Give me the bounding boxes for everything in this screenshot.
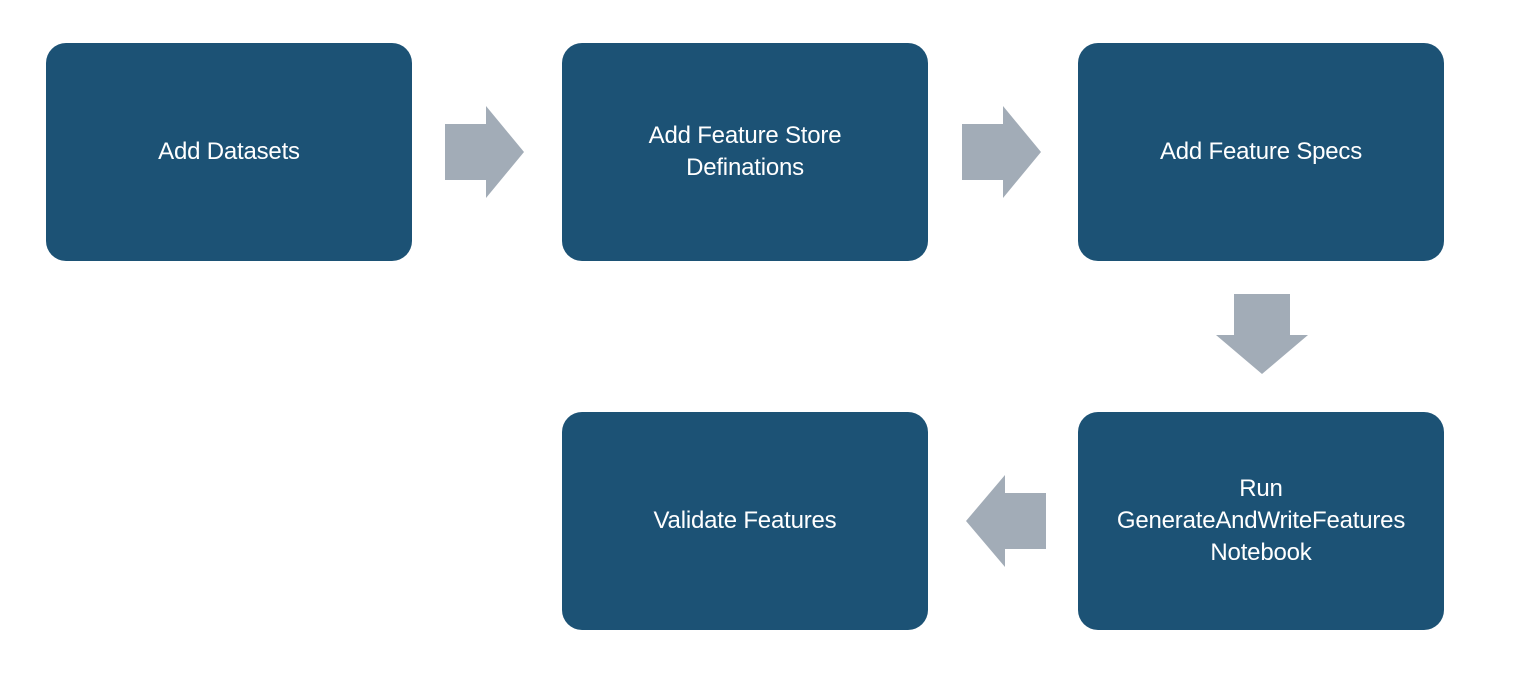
step-add-datasets: Add Datasets (46, 43, 412, 261)
arrow-right-icon (445, 106, 525, 198)
arrow-right-icon (962, 106, 1042, 198)
arrow-left-icon (966, 475, 1046, 567)
step-add-feature-specs: Add Feature Specs (1078, 43, 1444, 261)
step-label: Add Datasets (158, 138, 300, 165)
arrow-down-icon (1216, 294, 1308, 374)
step-label: Validate Features (653, 507, 837, 534)
step-label: Add Feature Specs (1159, 138, 1363, 165)
step-run-generate-and-write-features-notebook: Run GenerateAndWriteFeatures Notebook (1078, 412, 1444, 630)
step-validate-features: Validate Features (562, 412, 928, 630)
step-label: Add Feature Store Definations (648, 122, 842, 181)
step-add-feature-store-definations: Add Feature Store Definations (562, 43, 928, 261)
step-label: Run GenerateAndWriteFeatures Notebook (1116, 475, 1406, 566)
